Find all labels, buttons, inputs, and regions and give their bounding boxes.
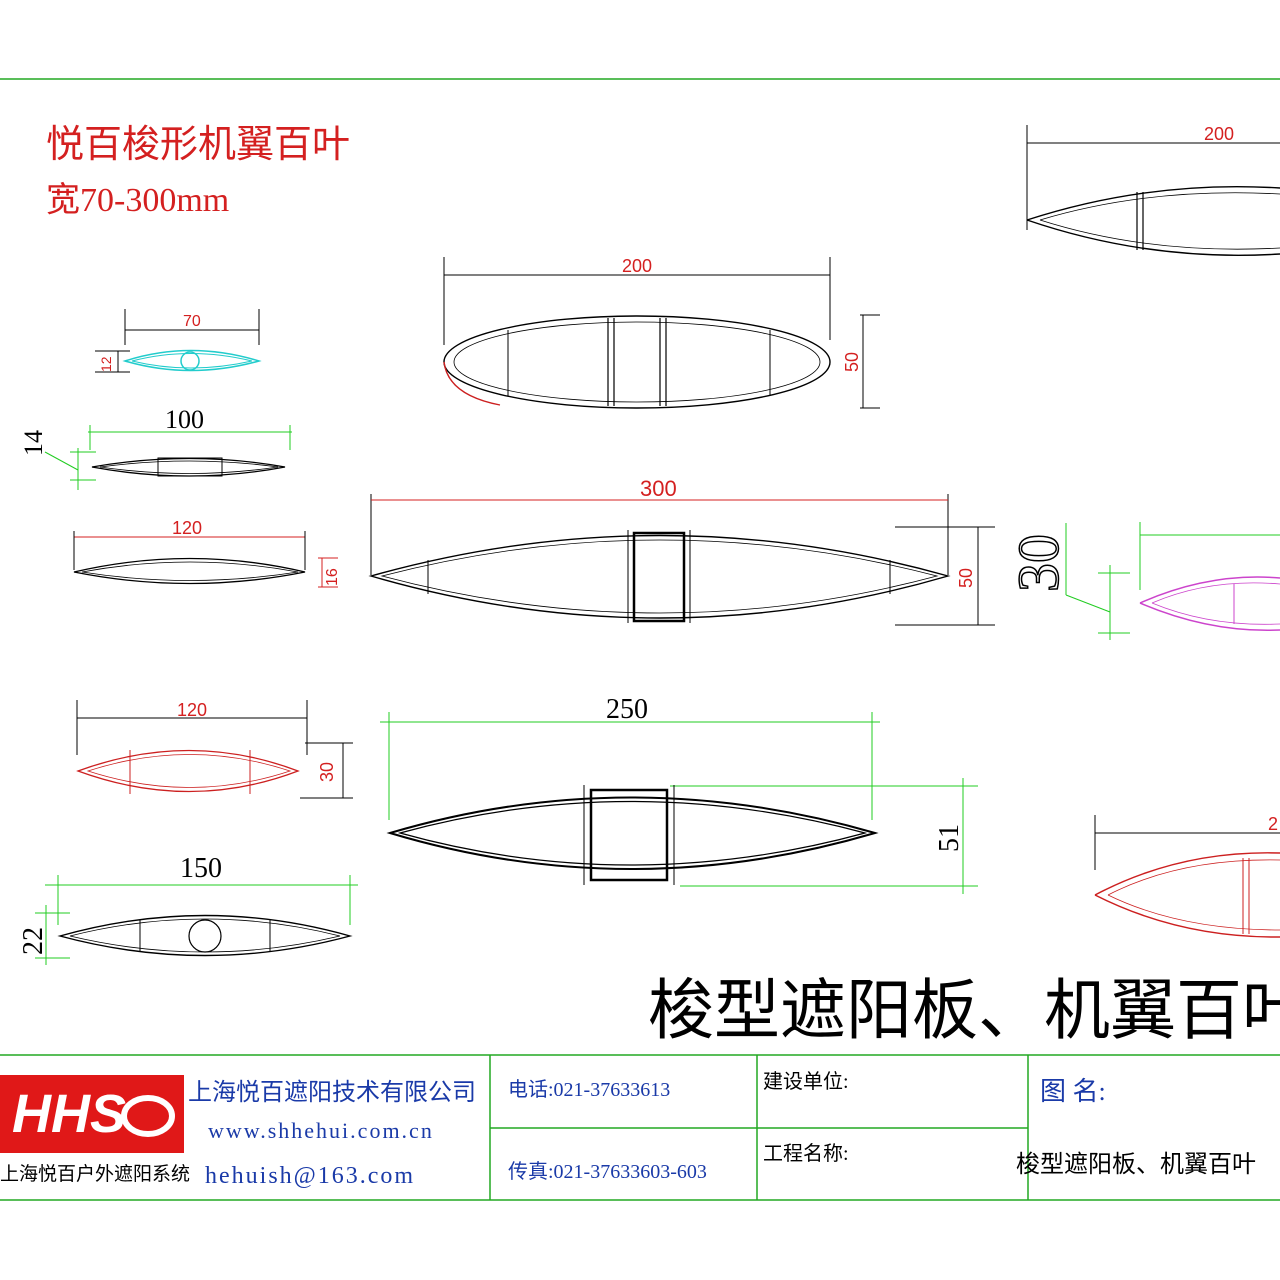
profile-120b: 120 30 bbox=[76, 700, 353, 799]
profile-250: 250 51 bbox=[380, 694, 978, 894]
dim-100-height: 14 bbox=[19, 430, 48, 456]
dim-30-large: 30 bbox=[1005, 523, 1130, 640]
profile-300: 300 50 bbox=[368, 476, 995, 626]
company-slogan: 上海悦百户外遮阳系统 bbox=[0, 1163, 190, 1185]
drawing-name-label: 图 名: bbox=[1040, 1077, 1106, 1106]
title-block: HHS 上海悦百户外遮阳系统 上海悦百遮阳技术有限公司 www.shhehui.… bbox=[0, 1054, 1280, 1201]
profile-200-right: 200 bbox=[1026, 124, 1280, 256]
sheet-caption: 梭型遮阳板、机翼百叶 bbox=[648, 975, 1280, 1048]
dim-120b-width: 120 bbox=[177, 700, 207, 720]
dim-300-height: 50 bbox=[956, 568, 976, 588]
company-logo: HHS bbox=[0, 1075, 184, 1153]
profile-100: 100 14 bbox=[19, 405, 292, 490]
phone-number: 电话:021-37633613 bbox=[508, 1078, 670, 1101]
profile-red-right: 2 bbox=[1094, 814, 1280, 938]
drawing-title: 悦百梭形机翼百叶 bbox=[46, 124, 350, 166]
svg-text:HHS: HHS bbox=[12, 1084, 126, 1144]
dim-200-height: 50 bbox=[842, 352, 862, 372]
company-email: hehuish@163.com bbox=[205, 1163, 415, 1189]
client-label: 建设单位: bbox=[763, 1070, 849, 1093]
company-name: 上海悦百遮阳技术有限公司 bbox=[188, 1079, 476, 1106]
profile-200: 200 50 bbox=[443, 256, 880, 409]
dim-100-width: 100 bbox=[165, 405, 204, 434]
dim-120a-width: 120 bbox=[172, 518, 202, 538]
profile-150: 150 22 bbox=[18, 853, 358, 965]
drawing-subtitle: 宽70-300mm bbox=[46, 181, 229, 219]
dim-250-height: 51 bbox=[934, 824, 965, 852]
profile-magenta-right bbox=[1139, 522, 1280, 632]
fax-number: 传真:021-37633603-603 bbox=[508, 1160, 707, 1183]
company-website: www.shhehui.com.cn bbox=[208, 1118, 434, 1143]
dim-70-height: 12 bbox=[98, 356, 114, 372]
svg-text:30: 30 bbox=[1006, 534, 1071, 592]
dim-200-right-width: 200 bbox=[1204, 124, 1234, 144]
profile-70: 70 12 bbox=[95, 309, 262, 373]
profile-120a: 120 16 bbox=[73, 518, 341, 588]
dim-150-width: 150 bbox=[180, 853, 222, 884]
dim-250-width: 250 bbox=[606, 694, 648, 725]
dim-120a-height: 16 bbox=[324, 568, 341, 586]
dim-120b-height: 30 bbox=[317, 762, 337, 782]
drawing-name: 梭型遮阳板、机翼百叶 bbox=[1016, 1151, 1256, 1178]
dim-150-height: 22 bbox=[18, 927, 49, 955]
dim-partial-right-width: 2 bbox=[1268, 814, 1278, 834]
dim-70-width: 70 bbox=[183, 313, 201, 330]
dim-200-width: 200 bbox=[622, 256, 652, 276]
project-label: 工程名称: bbox=[763, 1142, 849, 1165]
dim-300-width: 300 bbox=[640, 476, 677, 501]
